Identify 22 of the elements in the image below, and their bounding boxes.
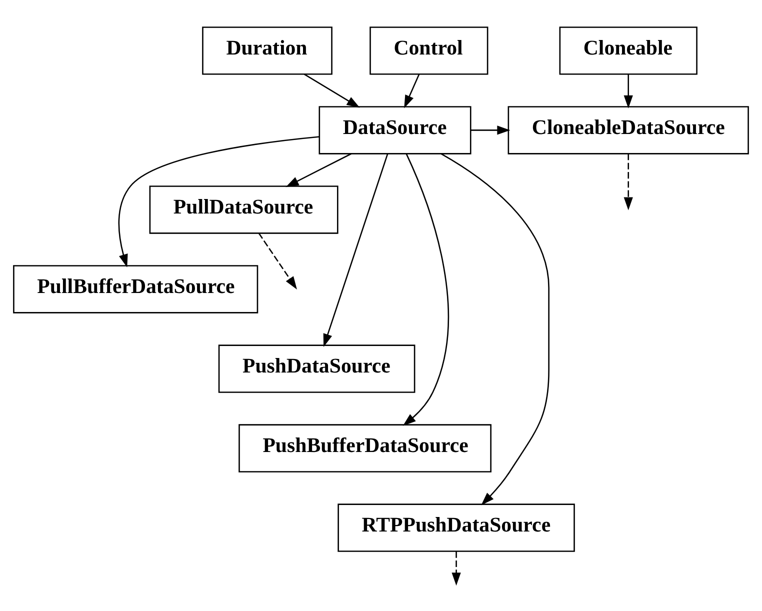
node-box: Control (370, 26, 488, 74)
node-box: PullDataSource (149, 185, 338, 234)
node-box: Cloneable (559, 26, 698, 74)
arrow (452, 550, 461, 586)
node-box: DataSource (318, 106, 472, 154)
arrow (404, 73, 420, 108)
node-box: PullBufferDataSource (13, 264, 258, 313)
arrow (624, 74, 633, 108)
arrow (440, 152, 550, 505)
node-box: Duration (202, 26, 332, 74)
node-box: CloneableDataSource (508, 106, 749, 154)
node-box: PushBufferDataSource (238, 424, 492, 472)
arrow (323, 153, 388, 347)
arrow (118, 136, 320, 267)
arrow (624, 153, 633, 210)
arrow (470, 125, 510, 134)
arrow (286, 152, 352, 187)
node-box: RTPPushDataSource (338, 503, 575, 552)
arrow (258, 232, 297, 289)
arrow (402, 152, 449, 426)
arrow (304, 73, 360, 108)
node-box: PushDataSource (218, 344, 416, 392)
